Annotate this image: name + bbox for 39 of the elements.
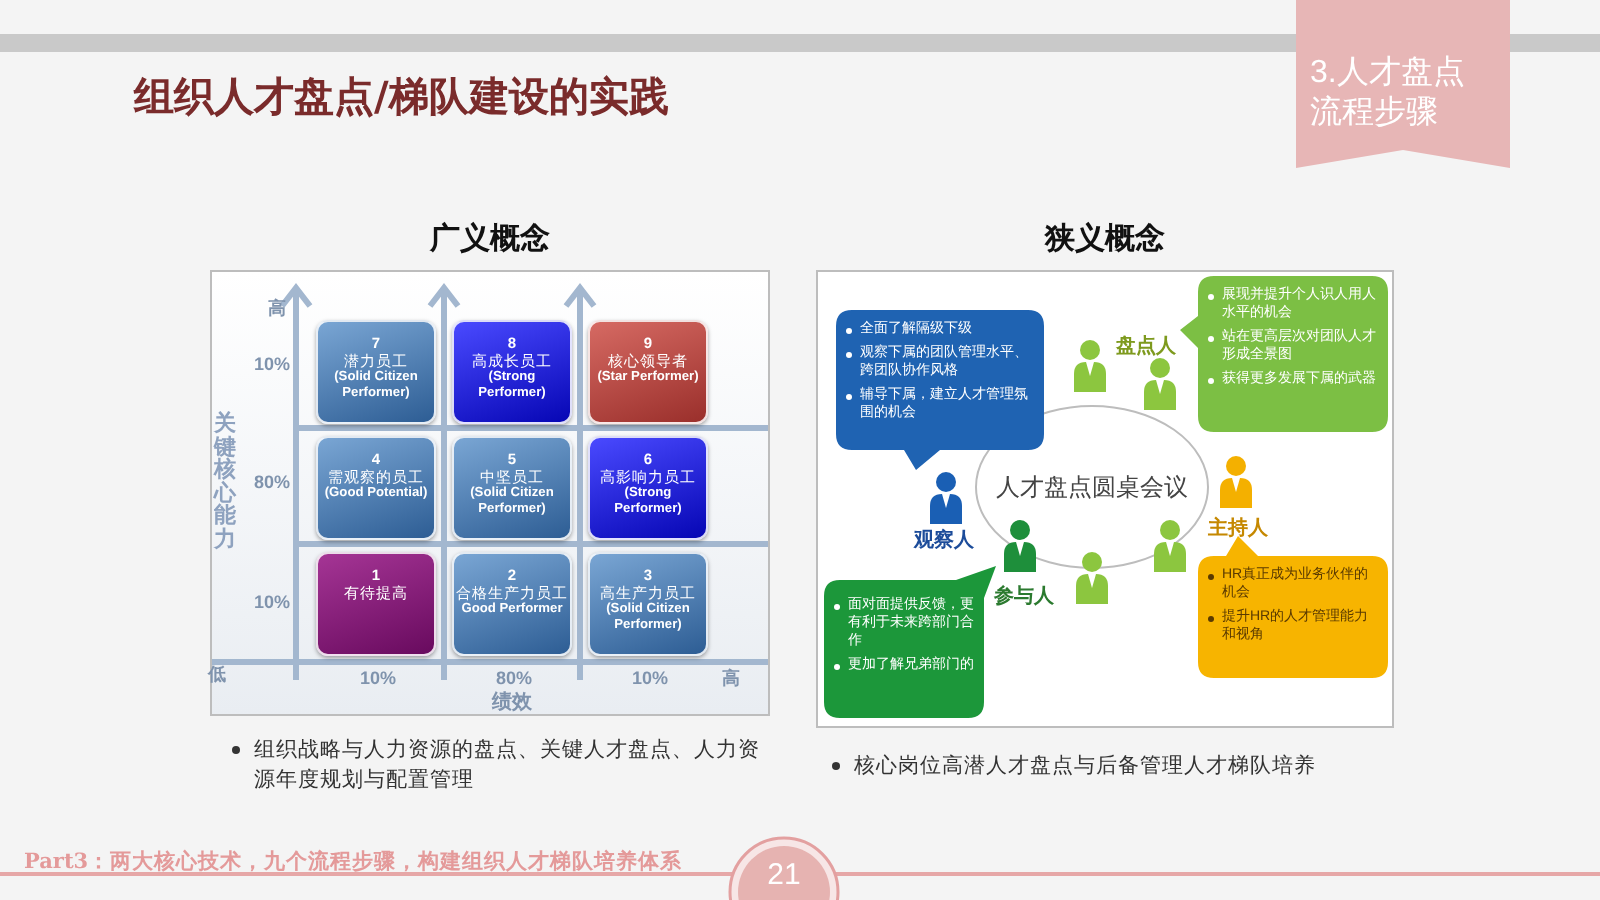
speech-bubble <box>824 566 996 718</box>
rating-tile <box>588 552 708 656</box>
axis-tick-label: 80% <box>496 668 533 688</box>
axis-end-label: 高 <box>722 666 740 692</box>
role-label: 参与人 <box>994 583 1054 610</box>
section-label: 3.人才盘点流程步骤 <box>1310 54 1467 134</box>
bullet-point: 核心岗位高潜人才盘点与后备管理人才梯队培养 <box>828 752 1414 783</box>
panel-heading: 狭义概念 <box>1045 220 1165 258</box>
speech-bubble <box>836 310 1044 470</box>
axis-tick-label: 10% <box>254 592 291 612</box>
axis-tick-label: 80% <box>254 472 291 492</box>
page-number-badge <box>728 834 840 900</box>
meeting-title: 人才盘点圆桌会议 <box>996 470 1188 504</box>
bullet-point: 组织战略与人力资源的盘点、关键人才盘点、人力资源年度规划与配置管理 <box>228 736 770 797</box>
axis-end-label: 高 <box>268 296 286 322</box>
rating-tile <box>588 320 708 424</box>
panel-heading: 广义概念 <box>430 220 550 258</box>
rating-tile <box>588 436 708 540</box>
axis-title: 关键核心能力 <box>214 414 236 553</box>
page-title: 组织人才盘点/梯队建设的实践 <box>134 70 669 124</box>
role-label: 观察人 <box>914 527 974 554</box>
page-number: 21 <box>767 858 801 892</box>
role-label: 主持人 <box>1208 514 1268 542</box>
axis-title: 绩效 <box>492 689 532 716</box>
rating-tile <box>316 320 436 424</box>
rating-tile <box>316 436 436 540</box>
axis-tick-label: 10% <box>632 668 669 688</box>
rating-tile <box>316 552 436 656</box>
axis-end-label: 低 <box>208 662 226 688</box>
speech-bubble <box>1198 536 1388 678</box>
section-tab <box>1296 0 1510 168</box>
rating-tile <box>452 320 572 424</box>
rating-tile <box>452 436 572 540</box>
axis-tick-label: 10% <box>254 354 291 374</box>
rating-tile <box>452 552 572 656</box>
footer-text: Part3：两大核心技术，九个流程步骤，构建组织人才梯队培养体系 <box>24 848 683 876</box>
axis-tick-label: 10% <box>360 668 397 688</box>
role-label: 盘点人 <box>1116 333 1176 360</box>
speech-bubble <box>1180 276 1388 432</box>
